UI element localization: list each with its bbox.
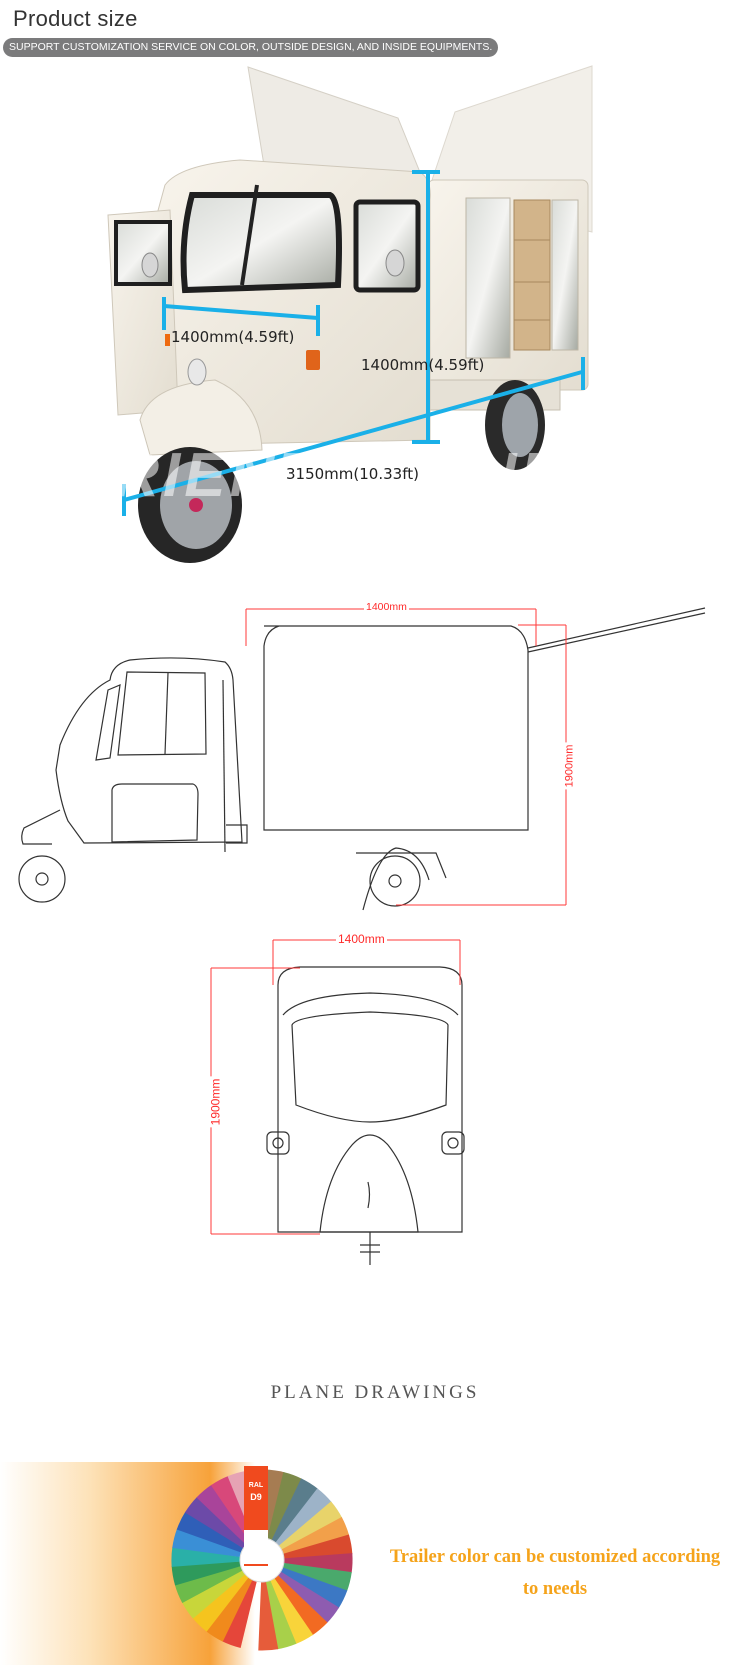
front-dimension-lines: [210, 939, 461, 1235]
side-dimension-lines: [245, 608, 567, 906]
plane-drawings-caption: PLANE DRAWINGS: [270, 1382, 480, 1403]
front-height-label: 1900mm: [208, 1076, 223, 1128]
banner-text-line-2: to needs: [522, 1579, 588, 1599]
color-fan-illustration: [0, 1462, 750, 1665]
length-label: 3150mm(10.33ft): [286, 465, 419, 483]
dimension-lines: [122, 170, 585, 516]
color-swatch-fan: [171, 1469, 353, 1651]
front-width-label: 1400mm: [336, 932, 387, 946]
color-customization-banner: RAL D9: [0, 1462, 750, 1665]
page-title: Product size: [13, 6, 138, 31]
customization-badge: SUPPORT CUSTOMIZATION SERVICE ON COLOR, …: [3, 38, 499, 57]
front-view-drawing: 1400mm 1900mm: [0, 930, 750, 1270]
color-customization-text: Trailer color can be customized accordin…: [360, 1541, 750, 1605]
side-height-label: 1900mm: [563, 742, 576, 790]
front-view-svg: [210, 939, 465, 1265]
side-view-svg: [18, 607, 706, 911]
banner-text-line-1: Trailer color can be customized accordin…: [389, 1547, 721, 1567]
ral-brand: RAL: [248, 1482, 264, 1489]
height-label: 1400mm(4.59ft): [361, 356, 485, 374]
ral-code: D9: [250, 1492, 262, 1502]
tuk-tuk-photo-illustration: [107, 65, 593, 563]
product-photo: ORIENTAL SHUAI 1400mm(4.59ft) 1400mm(4.5…: [0, 62, 750, 582]
side-width-label: 1400mm: [364, 601, 409, 613]
side-view-drawing: 1400mm 1900mm: [0, 595, 750, 915]
front-width-label: 1400mm(4.59ft): [171, 328, 295, 346]
watermark: ORIENTAL SHUAI: [62, 441, 640, 510]
